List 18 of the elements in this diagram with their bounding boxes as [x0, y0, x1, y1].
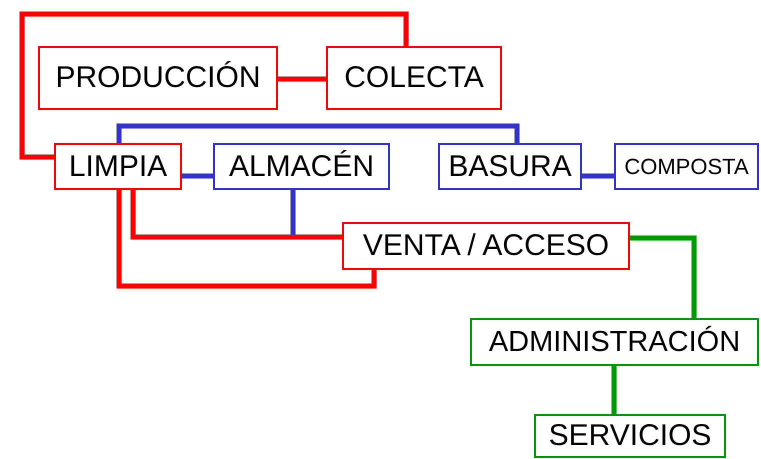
process-box: PRODUCCIÓN	[38, 46, 278, 110]
connector-line	[130, 190, 342, 240]
connector-line	[116, 190, 376, 288]
connector-line	[182, 174, 213, 178]
connector-line	[20, 12, 408, 160]
process-box: ALMACÉN	[213, 143, 390, 190]
process-box: ADMINISTRACIÓN	[470, 318, 759, 366]
connector-line	[278, 76, 326, 82]
process-box: BASURA	[438, 143, 582, 190]
process-box: LIMPIA	[54, 143, 182, 190]
process-box: SERVICIOS	[534, 414, 726, 458]
process-box: VENTA / ACCESO	[342, 222, 630, 270]
connector-line	[116, 124, 520, 143]
connector-line	[582, 174, 614, 178]
connector-line	[630, 236, 696, 318]
process-box: COLECTA	[326, 46, 502, 110]
connector-line	[612, 366, 616, 414]
process-box: COMPOSTA	[614, 143, 759, 190]
